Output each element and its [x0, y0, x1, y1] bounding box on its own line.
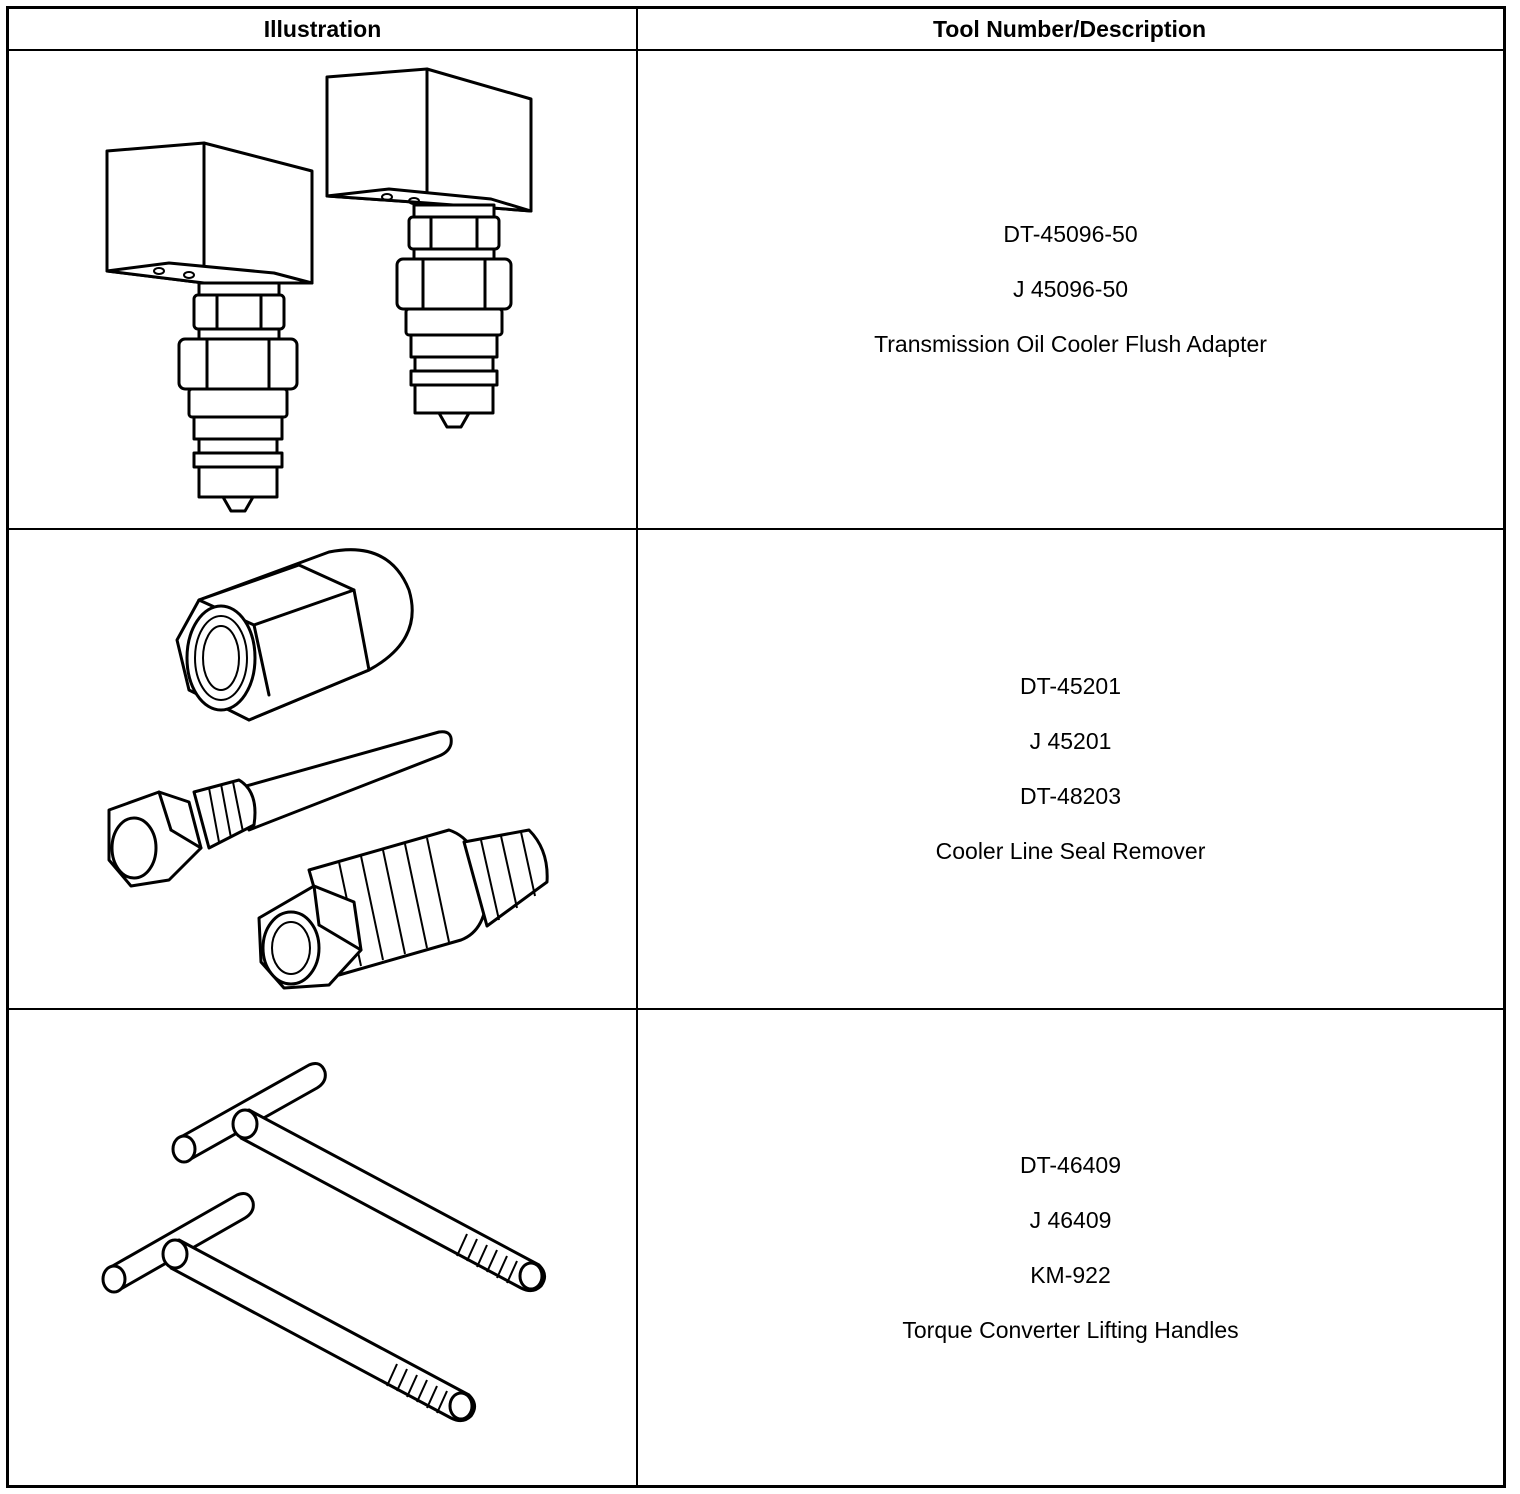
table-row: DT-46409 J 46409 KM-922 Torque Converter…: [9, 1010, 1503, 1485]
tool-number: J 45201: [1029, 728, 1112, 754]
table-row: DT-45201 J 45201 DT-48203 Cooler Line Se…: [9, 530, 1503, 1010]
tool-number: DT-45201: [1019, 673, 1121, 699]
tool-number: J 45096-50: [1012, 276, 1129, 302]
tool-description: DT-45096-50 J 45096-50 Transmission Oil …: [638, 51, 1503, 528]
tool-table: Illustration Tool Number/Description: [6, 6, 1506, 1488]
header-illustration: Illustration: [263, 16, 382, 42]
tool-number: DT-48203: [1019, 783, 1121, 809]
tool-description: DT-45201 J 45201 DT-48203 Cooler Line Se…: [638, 530, 1503, 1008]
tool-description: DT-46409 J 46409 KM-922 Torque Converter…: [638, 1010, 1503, 1485]
tool-number: DT-45096-50: [1003, 221, 1138, 247]
tool-name: Transmission Oil Cooler Flush Adapter: [874, 331, 1267, 357]
header-tool-number-description: Tool Number/Description: [932, 16, 1207, 42]
tool-number: KM-922: [1030, 1261, 1111, 1288]
table-header-row: Illustration Tool Number/Description: [9, 9, 1503, 51]
tool-name: Cooler Line Seal Remover: [935, 838, 1206, 864]
tool-name: Torque Converter Lifting Handles: [902, 1316, 1239, 1343]
cooler-flush-adapter-illustration: [9, 51, 636, 528]
tool-number: DT-46409: [1019, 1151, 1121, 1178]
tool-number: J 46409: [1029, 1206, 1112, 1233]
torque-converter-lifting-handles-illustration: [9, 1010, 636, 1485]
column-divider: [636, 9, 638, 1485]
table-row: DT-45096-50 J 45096-50 Transmission Oil …: [9, 51, 1503, 530]
cooler-line-seal-remover-illustration: [9, 530, 636, 1008]
